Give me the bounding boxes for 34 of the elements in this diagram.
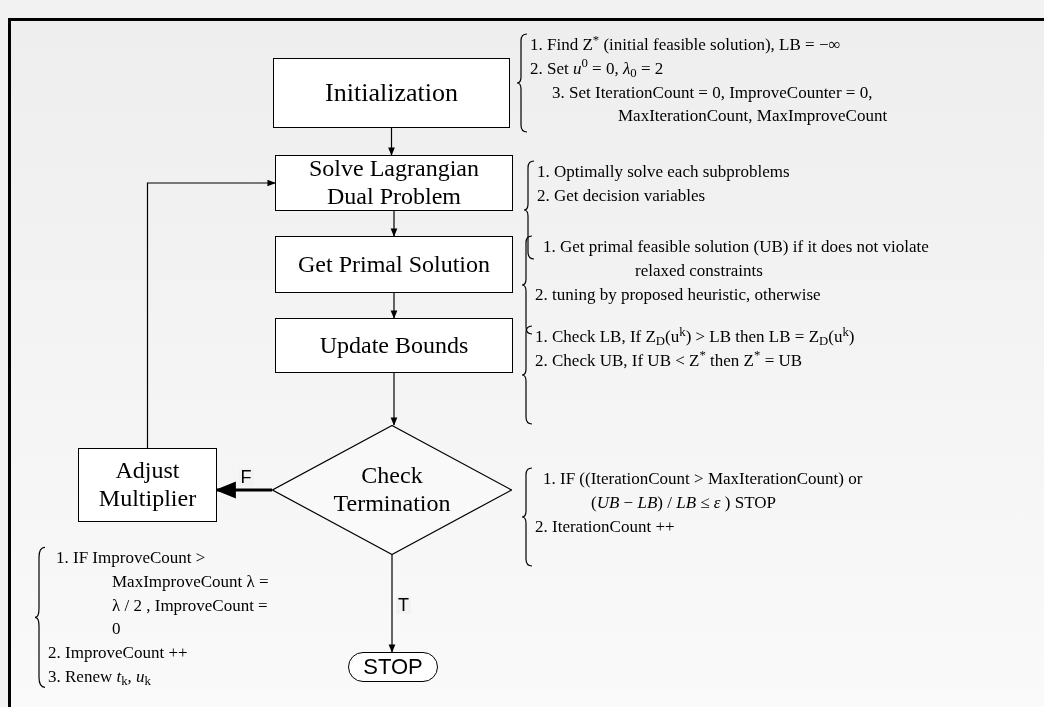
note-text: 2. Get decision variables — [537, 184, 707, 207]
process-box — [275, 236, 513, 293]
arrow — [388, 127, 395, 156]
note-text: 2. IterationCount ++ — [535, 515, 676, 538]
node-label: Check Termination — [332, 462, 452, 518]
note-text: 2. ImproveCount ++ — [48, 642, 189, 665]
note-text: 3. Set IterationCount = 0, ImproveCounter = 0, MaxIterationCount, MaxImproveCount — [551, 81, 889, 128]
note-text: 3. Renew t$_{k}$, u$_{k}$ — [48, 666, 152, 689]
arrow — [390, 372, 398, 426]
node-label: Solve Lagrangian Dual Problem — [308, 155, 480, 211]
note-text: 2. Set u$^{0}$ = 0, λ$_{0}$ = 2 — [530, 56, 665, 81]
process-box — [78, 448, 217, 522]
arrow — [390, 210, 398, 237]
node-label: Adjust Multiplier — [97, 457, 198, 513]
note-text: 1. Find Z$^{*}$ (initial feasible solution), LB = −∞ — [530, 33, 842, 56]
note-text: 1. IF ((IterationCount > MaxIterationCount) or (UB − LB) / LB ≤ ε ) STOP — [542, 468, 864, 514]
note-text: 1. Get primal feasible solution (UB) if it does not violate relaxed constraints — [542, 236, 930, 282]
node-label: Get Primal Solution — [297, 250, 491, 279]
note-text: 1. Optimally solve each subproblems — [537, 161, 790, 183]
terminal-box — [348, 652, 438, 682]
arrow — [146, 179, 276, 449]
node-label: Update Bounds — [318, 331, 470, 360]
note-text: 1. Check LB, If Z$_{D}$(u$^{k}$) > LB then LB = Z$_{D}$(u$^{k}$) — [535, 325, 855, 349]
node-label: Initialization — [324, 78, 459, 108]
process-box — [275, 318, 513, 373]
process-box — [275, 155, 513, 211]
arrow — [390, 292, 398, 319]
process-box — [273, 58, 510, 128]
node-label: STOP — [362, 654, 424, 680]
note-text: 2. tuning by proposed heuristic, otherwise — [535, 283, 822, 306]
arrow — [388, 554, 396, 653]
note-text: 1. IF ImproveCount > MaxImproveCount λ = λ / 2 , ImproveCount = 0 — [55, 547, 270, 641]
note-text: 2. Check UB, If UB < Z$^{*}$ then Z$^{*}$ = UB — [535, 348, 804, 372]
decision-diamond — [272, 425, 512, 555]
